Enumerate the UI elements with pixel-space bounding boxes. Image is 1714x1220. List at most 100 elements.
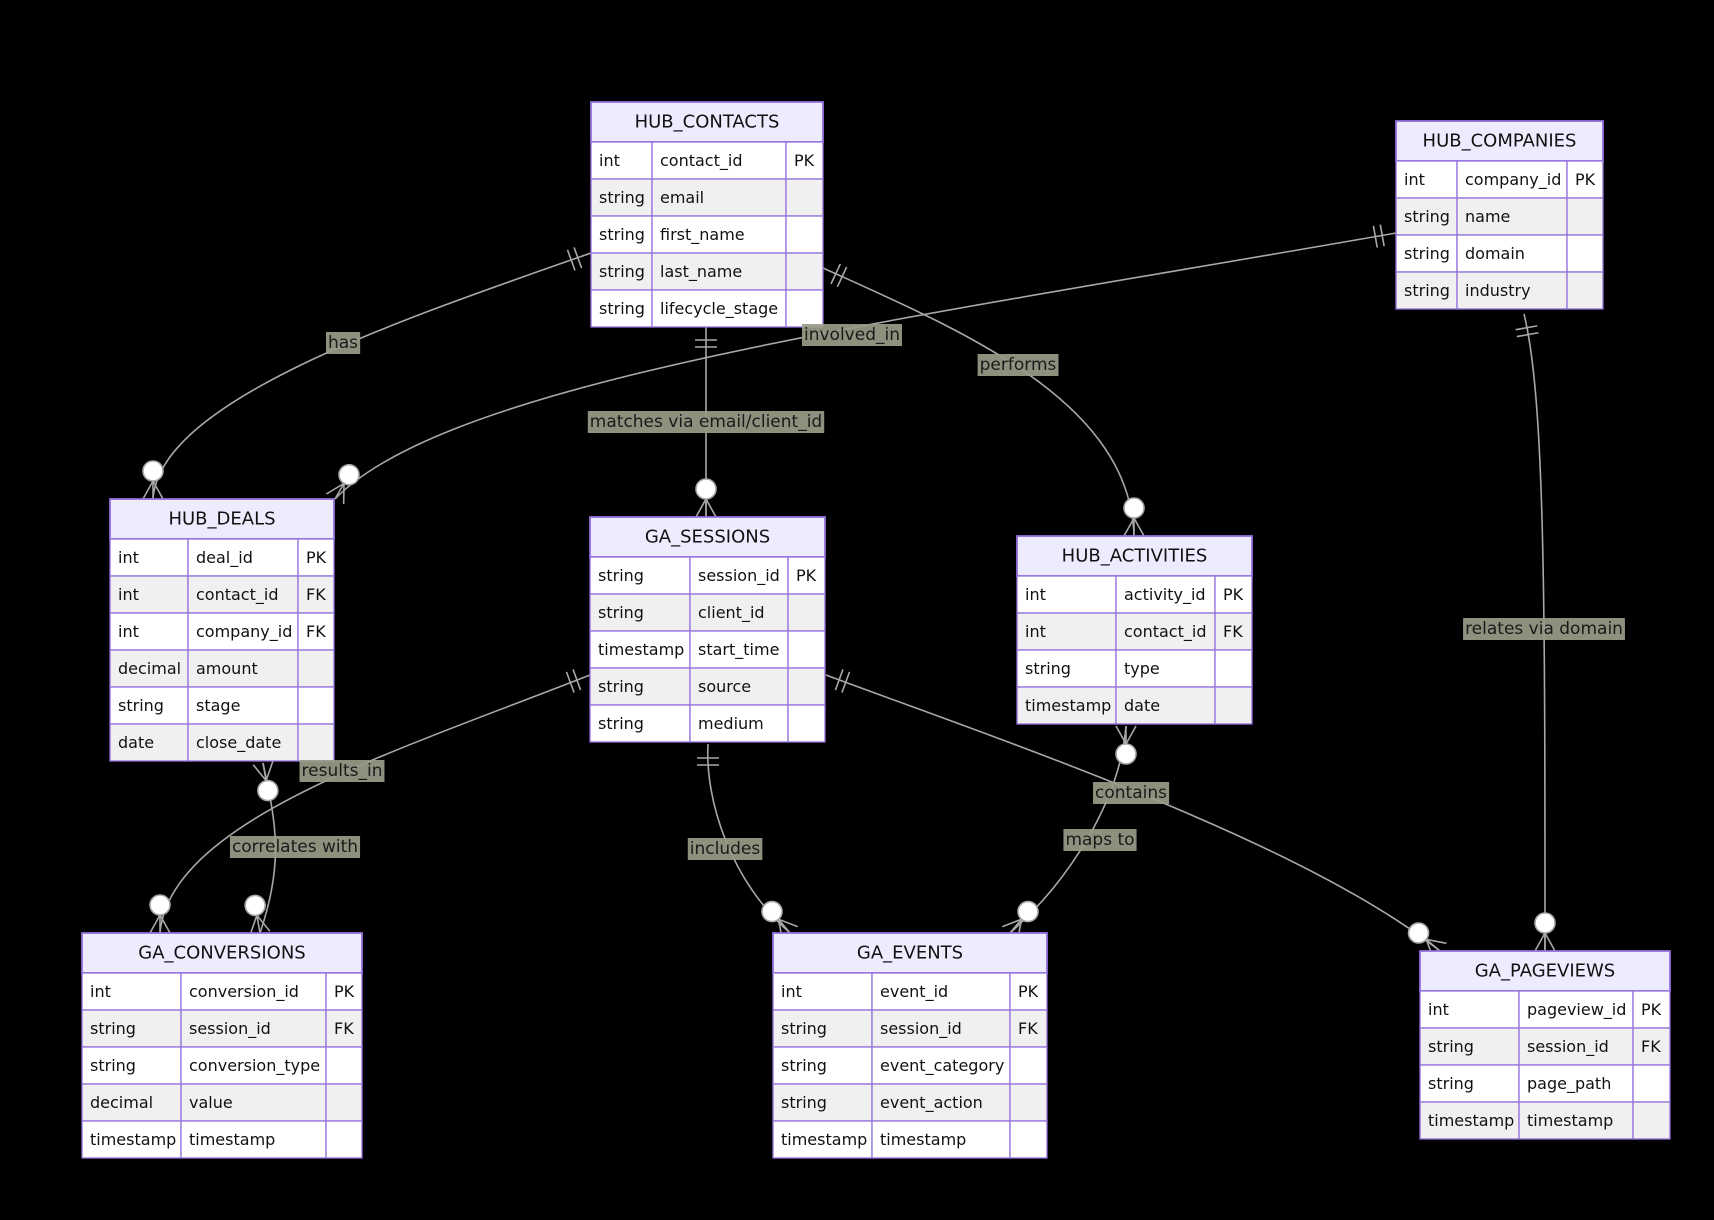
attribute-name: contact_id bbox=[1124, 622, 1206, 642]
attribute-type: int bbox=[90, 982, 111, 1001]
attribute-name: start_time bbox=[698, 640, 779, 660]
attribute-key: PK bbox=[1641, 1000, 1662, 1019]
ga-pageviews-contains-marker bbox=[1407, 922, 1447, 959]
attribute-key: FK bbox=[334, 1019, 354, 1038]
attribute-name: source bbox=[698, 677, 751, 696]
attribute-key: PK bbox=[796, 566, 817, 585]
entity-title: GA_EVENTS bbox=[857, 943, 963, 964]
svg-text:contains: contains bbox=[1095, 783, 1167, 803]
relationship-label-contains: contains bbox=[1093, 782, 1170, 804]
attribute-type: date bbox=[118, 733, 154, 752]
attribute-name: name bbox=[1465, 207, 1510, 226]
attribute-name: company_id bbox=[196, 622, 292, 642]
attribute-type: int bbox=[1025, 585, 1046, 604]
attribute-name: date bbox=[1124, 696, 1160, 715]
attribute-type: int bbox=[1404, 170, 1425, 189]
attribute-name: lifecycle_stage bbox=[660, 299, 778, 319]
attribute-type: timestamp bbox=[781, 1130, 867, 1149]
attribute-name: activity_id bbox=[1124, 585, 1206, 605]
attribute-name: session_id bbox=[880, 1019, 962, 1039]
attribute-type: string bbox=[781, 1019, 827, 1038]
relationship-label-maps-to: maps to bbox=[1063, 829, 1137, 851]
relationship-line-involved-in bbox=[334, 232, 1397, 500]
attribute-name: last_name bbox=[660, 262, 742, 282]
attribute-name: timestamp bbox=[189, 1130, 275, 1149]
attribute-name: contact_id bbox=[196, 585, 278, 605]
attribute-row: string industry bbox=[1395, 271, 1604, 310]
attribute-name: medium bbox=[698, 714, 764, 733]
relationship-label-includes: includes bbox=[687, 838, 763, 860]
attribute-type: string bbox=[1404, 244, 1450, 263]
ga-sessions-matches-marker bbox=[695, 478, 717, 518]
svg-text:performs: performs bbox=[980, 355, 1057, 375]
attribute-type: string bbox=[598, 566, 644, 585]
attribute-name: session_id bbox=[1527, 1037, 1609, 1057]
attribute-key: PK bbox=[334, 982, 355, 1001]
attribute-type: string bbox=[599, 225, 645, 244]
hub-deals-has-marker bbox=[142, 460, 164, 500]
attribute-row: timestamp date bbox=[1016, 686, 1253, 725]
svg-text:maps to: maps to bbox=[1065, 830, 1134, 850]
svg-text:includes: includes bbox=[690, 839, 761, 859]
entity-title: HUB_ACTIVITIES bbox=[1062, 546, 1208, 567]
attribute-name: email bbox=[660, 188, 704, 207]
attribute-type: int bbox=[781, 982, 802, 1001]
attribute-name: domain bbox=[1465, 244, 1525, 263]
attribute-key: FK bbox=[1641, 1037, 1661, 1056]
hub-contacts-has-marker bbox=[566, 247, 583, 271]
attribute-name: industry bbox=[1465, 281, 1531, 300]
entity-title: GA_CONVERSIONS bbox=[138, 943, 305, 964]
relationship-label-results-in: results_in bbox=[299, 760, 385, 782]
entity-title: HUB_CONTACTS bbox=[635, 112, 780, 133]
relationship-label-relates-via-domain: relates via domain bbox=[1463, 618, 1625, 640]
attribute-type: string bbox=[599, 299, 645, 318]
hub-contacts-matches-marker bbox=[695, 339, 717, 348]
entity-title: HUB_DEALS bbox=[168, 509, 275, 530]
attribute-name: pageview_id bbox=[1527, 1000, 1626, 1020]
relationship-label-involved-in: involved_in bbox=[802, 324, 902, 346]
attribute-name: event_id bbox=[880, 982, 948, 1002]
hub-companies-involved-marker bbox=[1372, 224, 1385, 248]
attribute-type: timestamp bbox=[1025, 696, 1111, 715]
cardinality-markers bbox=[142, 224, 1556, 959]
attribute-name: event_category bbox=[880, 1056, 1004, 1076]
ga-pageviews-relates-marker bbox=[1534, 912, 1556, 952]
svg-text:results_in: results_in bbox=[302, 761, 383, 781]
attribute-row: int activity_id PK bbox=[1016, 575, 1253, 614]
attribute-key: FK bbox=[1223, 622, 1243, 641]
attribute-key: PK bbox=[794, 151, 815, 170]
attribute-key: PK bbox=[1223, 585, 1244, 604]
attribute-key: PK bbox=[1018, 982, 1039, 1001]
attribute-type: string bbox=[1404, 281, 1450, 300]
attribute-type: string bbox=[1025, 659, 1071, 678]
ga-sessions-results-marker bbox=[565, 669, 582, 693]
ga-sessions-includes-marker bbox=[697, 757, 719, 766]
ga-conversions-correlates-marker bbox=[244, 894, 271, 935]
attribute-key: FK bbox=[306, 622, 326, 641]
